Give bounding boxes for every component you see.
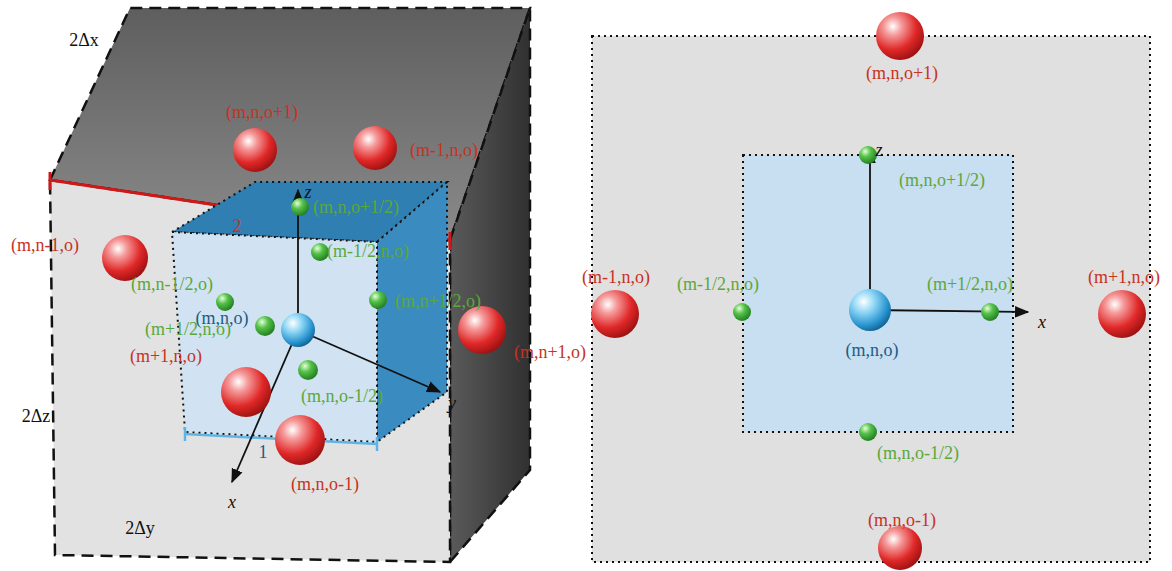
callout-number: 1 — [259, 443, 268, 461]
point-label: (m-1/2,n,o) — [327, 242, 409, 260]
point-label: (m+1/2,n,o) — [145, 320, 231, 338]
point-label: (m,n,o+1/2) — [899, 171, 985, 189]
point-label: (m+1,n,o) — [130, 347, 202, 365]
dimension-label: 2Δz — [22, 407, 51, 425]
callout-number: 2 — [233, 217, 242, 235]
point-label: (m+1,n,o) — [1088, 268, 1160, 286]
point-label: (m-1/2,n,o) — [677, 275, 759, 293]
point-label: (m,n,o-1/2) — [301, 387, 383, 405]
point-label: (m,n,o-1/2) — [877, 444, 959, 462]
inner-cube — [172, 182, 447, 442]
dimension-label: 2Δy — [125, 519, 155, 537]
point-label: (m,n,o+1) — [866, 64, 938, 82]
spheres — [102, 126, 506, 465]
point-label: (m,n-1/2,o) — [131, 275, 213, 293]
point-label: (m,n+1,o) — [514, 343, 586, 361]
point-label: (m-1,n,o) — [410, 141, 478, 159]
point-label: (m,n+1/2,o) — [395, 292, 481, 310]
point-label: (m-1,n,o) — [582, 268, 650, 286]
outer-cube — [50, 8, 530, 562]
axes — [232, 190, 440, 482]
point-label: (m,n,o-1) — [291, 475, 359, 493]
section-view — [591, 12, 1150, 570]
axis-label: z — [875, 141, 882, 159]
point-label: (m,n,o) — [846, 341, 899, 359]
point-label: (m,n,o-1) — [868, 511, 936, 529]
point-label: (m,n-1,o) — [11, 236, 79, 254]
axis-label: z — [304, 183, 311, 201]
axis-label: y — [448, 394, 456, 412]
point-label: (m,n,o+1/2) — [313, 198, 399, 216]
axis-label: x — [228, 493, 236, 511]
point-label: (m,n,o+1) — [226, 103, 298, 121]
point-label: (m+1/2,n,o) — [927, 275, 1013, 293]
dimension-label: 2Δx — [69, 31, 99, 49]
axis-label: x — [1038, 313, 1046, 331]
